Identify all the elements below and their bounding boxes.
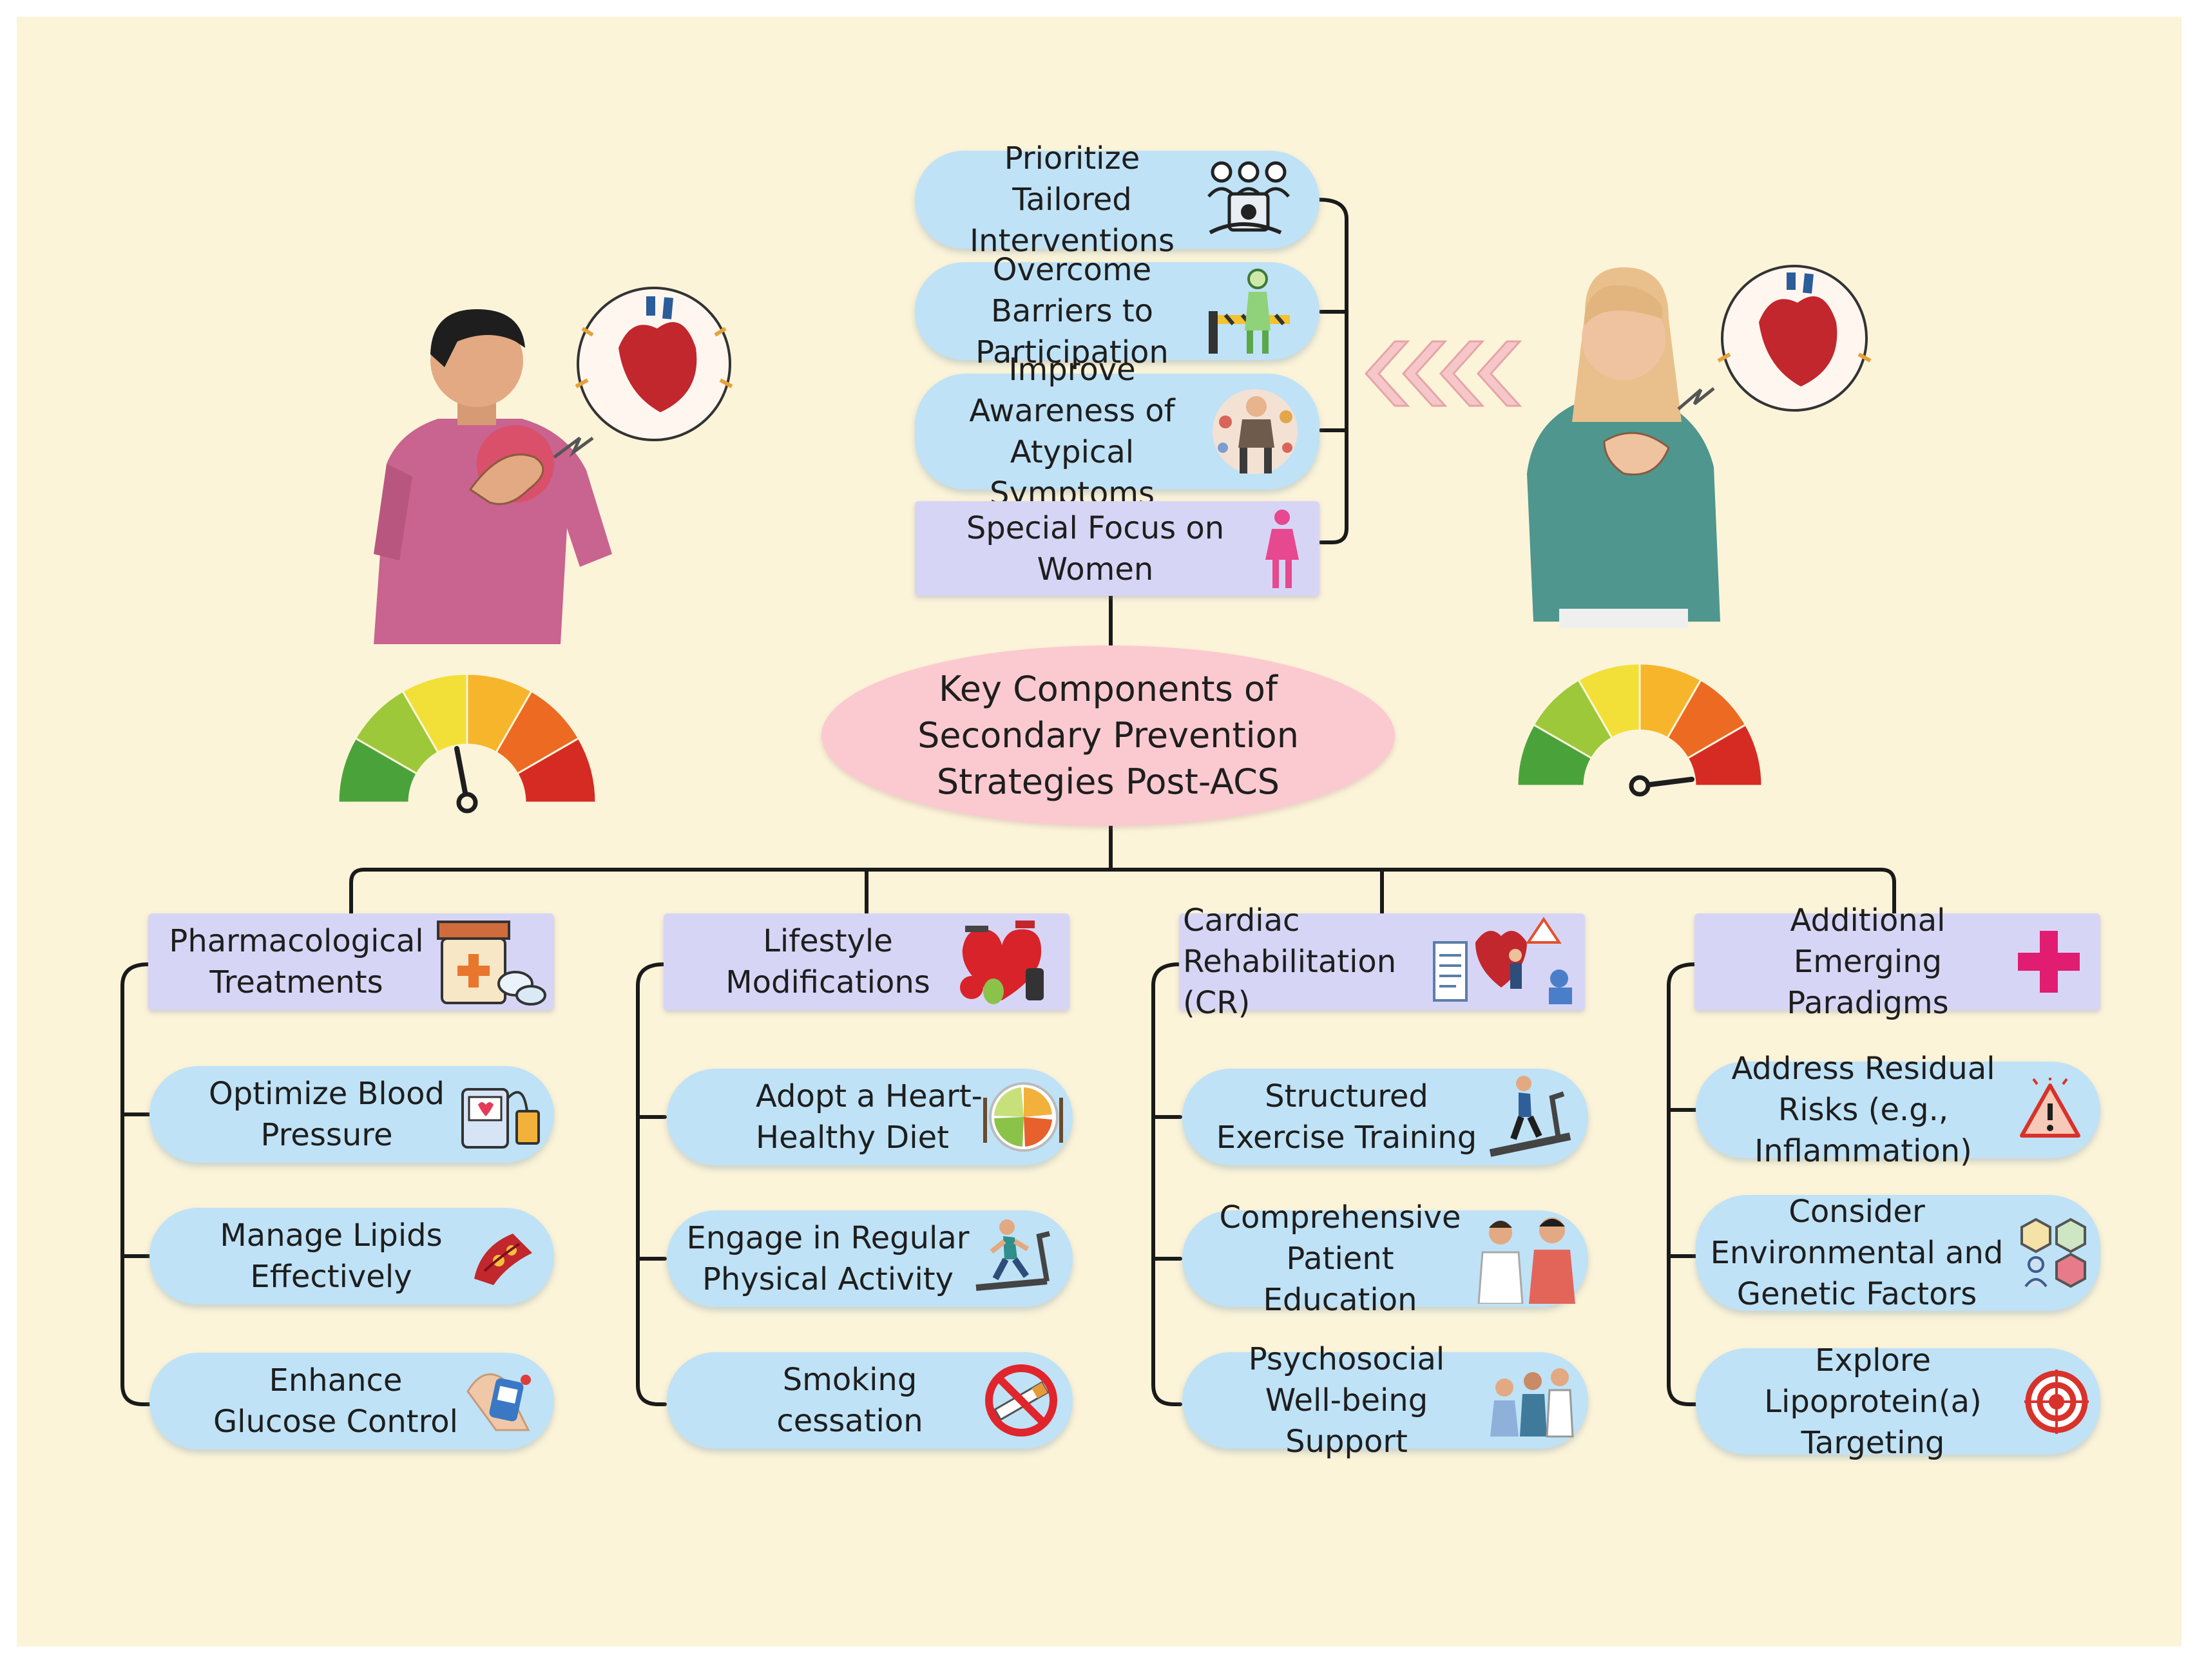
woman-icon xyxy=(1265,509,1299,588)
warning-icon xyxy=(2020,1078,2080,1138)
item-label: Psychosocial Well-being Support xyxy=(1248,1341,1445,1460)
artery-plaque-icon xyxy=(474,1234,532,1285)
bp-monitor-icon xyxy=(461,1088,540,1149)
focus-item-label: Prioritize Tailored Interventions xyxy=(970,140,1175,259)
item-label: Enhance Glucose Control xyxy=(213,1362,458,1440)
item-psychosocial-support: Psychosocial Well-being Support xyxy=(1182,1341,1588,1460)
item-patient-education: Comprehensive Patient Education xyxy=(1182,1199,1588,1318)
category-header-label: Pharmacological Treatments xyxy=(169,923,424,1000)
risk-gauge-female xyxy=(1516,662,1763,797)
female-patient-illustration xyxy=(1527,265,1872,628)
category-header-label: Lifestyle Modifications xyxy=(725,923,930,1000)
category-header-lifestyle: Lifestyle Modifications xyxy=(664,913,1070,1010)
item-optimize-blood-pressure: Optimize Blood Pressure xyxy=(149,1066,554,1163)
item-residual-risks: Address Residual Risks (e.g., Inflammati… xyxy=(1696,1051,2100,1169)
gauge-hub xyxy=(456,792,478,814)
focus-item-label: Improve Awareness of Atypical Symptoms xyxy=(969,352,1175,511)
item-enhance-glucose: Enhance Glucose Control xyxy=(149,1353,554,1449)
category-bracket-3 xyxy=(1151,962,1182,1406)
genetic-factors-icon xyxy=(2020,1217,2086,1288)
item-heart-healthy-diet: Adopt a Heart-Healthy Diet xyxy=(667,1069,1073,1165)
focus-item-label: Overcome Barriers to Participation xyxy=(975,252,1169,370)
male-patient-illustration xyxy=(374,287,733,644)
gauge-segment xyxy=(515,736,597,804)
item-manage-lipids: Manage Lipids Effectively xyxy=(149,1208,554,1304)
category-header-cardiac-rehab: Cardiac Rehabilitation (CR) xyxy=(1179,902,1585,1021)
focus-item-overcome-barriers: Overcome Barriers to Participation xyxy=(915,252,1319,370)
focus-item-atypical-symptoms: Improve Awareness of Atypical Symptoms xyxy=(915,352,1319,511)
risk-gauge-male xyxy=(337,673,597,814)
category-bracket-1 xyxy=(120,962,151,1406)
focus-bracket xyxy=(1318,198,1348,544)
group-hand-icon xyxy=(1207,161,1290,234)
central-topic-label: Key Components of Secondary Prevention S… xyxy=(917,669,1299,802)
item-label: Engage in Regular Physical Activity xyxy=(686,1220,970,1297)
item-label: Consider Environmental and Genetic Facto… xyxy=(1710,1194,2004,1312)
item-structured-exercise: Structured Exercise Training xyxy=(1182,1069,1588,1165)
item-lipoprotein-targeting: Explore Lipoprotein(a) Targeting xyxy=(1696,1342,2100,1461)
treadmill-runner-icon xyxy=(975,1219,1050,1291)
exercise-treadmill-icon xyxy=(1489,1076,1571,1157)
item-label: Adopt a Heart-Healthy Diet xyxy=(756,1078,983,1156)
item-label: Explore Lipoprotein(a) Targeting xyxy=(1764,1342,1982,1461)
category-bracket-2 xyxy=(636,962,667,1406)
gauge-hub xyxy=(1629,775,1651,797)
rehab-heart-icon xyxy=(1433,917,1572,1004)
chevron-arrows-icon xyxy=(1364,340,1522,407)
category-header-emerging: Additional Emerging Paradigms xyxy=(1694,902,2100,1021)
item-regular-physical-activity: Engage in Regular Physical Activity xyxy=(667,1210,1073,1307)
category-bracket-4 xyxy=(1667,962,1698,1406)
focus-item-tailored-interventions: Prioritize Tailored Interventions xyxy=(915,140,1319,259)
item-smoking-cessation: Smoking cessation xyxy=(667,1352,1073,1449)
counseling-icon xyxy=(1490,1368,1574,1438)
medicine-bottle-icon xyxy=(437,921,546,1006)
item-environmental-genetic: Consider Environmental and Genetic Facto… xyxy=(1696,1194,2100,1312)
item-label: Optimize Blood Pressure xyxy=(209,1076,445,1153)
item-label: Structured Exercise Training xyxy=(1216,1078,1477,1156)
item-label: Comprehensive Patient Education xyxy=(1219,1199,1461,1318)
gauge-segment xyxy=(1686,723,1763,787)
heart-fitness-icon xyxy=(960,921,1044,1004)
healthy-plate-icon xyxy=(983,1082,1063,1152)
barrier-person-icon xyxy=(1209,269,1290,354)
category-header-pharmacological: Pharmacological Treatments xyxy=(148,913,554,1010)
focus-item-label: Special Focus on Women xyxy=(966,510,1225,587)
category-header-label: Cardiac Rehabilitation (CR) xyxy=(1183,902,1397,1021)
category-header-label: Additional Emerging Paradigms xyxy=(1787,902,1949,1021)
medical-cross-icon xyxy=(2018,931,2080,993)
central-to-categories-line xyxy=(349,824,1896,915)
no-smoking-icon xyxy=(985,1364,1057,1437)
symptoms-person-icon xyxy=(1213,389,1298,474)
doctor-patient-icon xyxy=(1477,1217,1575,1304)
item-label: Smoking cessation xyxy=(776,1362,923,1439)
item-label: Address Residual Risks (e.g., Inflammati… xyxy=(1731,1051,1995,1169)
glucose-meter-icon xyxy=(466,1373,531,1431)
item-label: Manage Lipids Effectively xyxy=(220,1217,443,1295)
focus-item-special-focus-women: Special Focus on Women xyxy=(915,501,1319,596)
central-topic: Key Components of Secondary Prevention S… xyxy=(821,645,1395,826)
target-icon xyxy=(2024,1369,2089,1434)
